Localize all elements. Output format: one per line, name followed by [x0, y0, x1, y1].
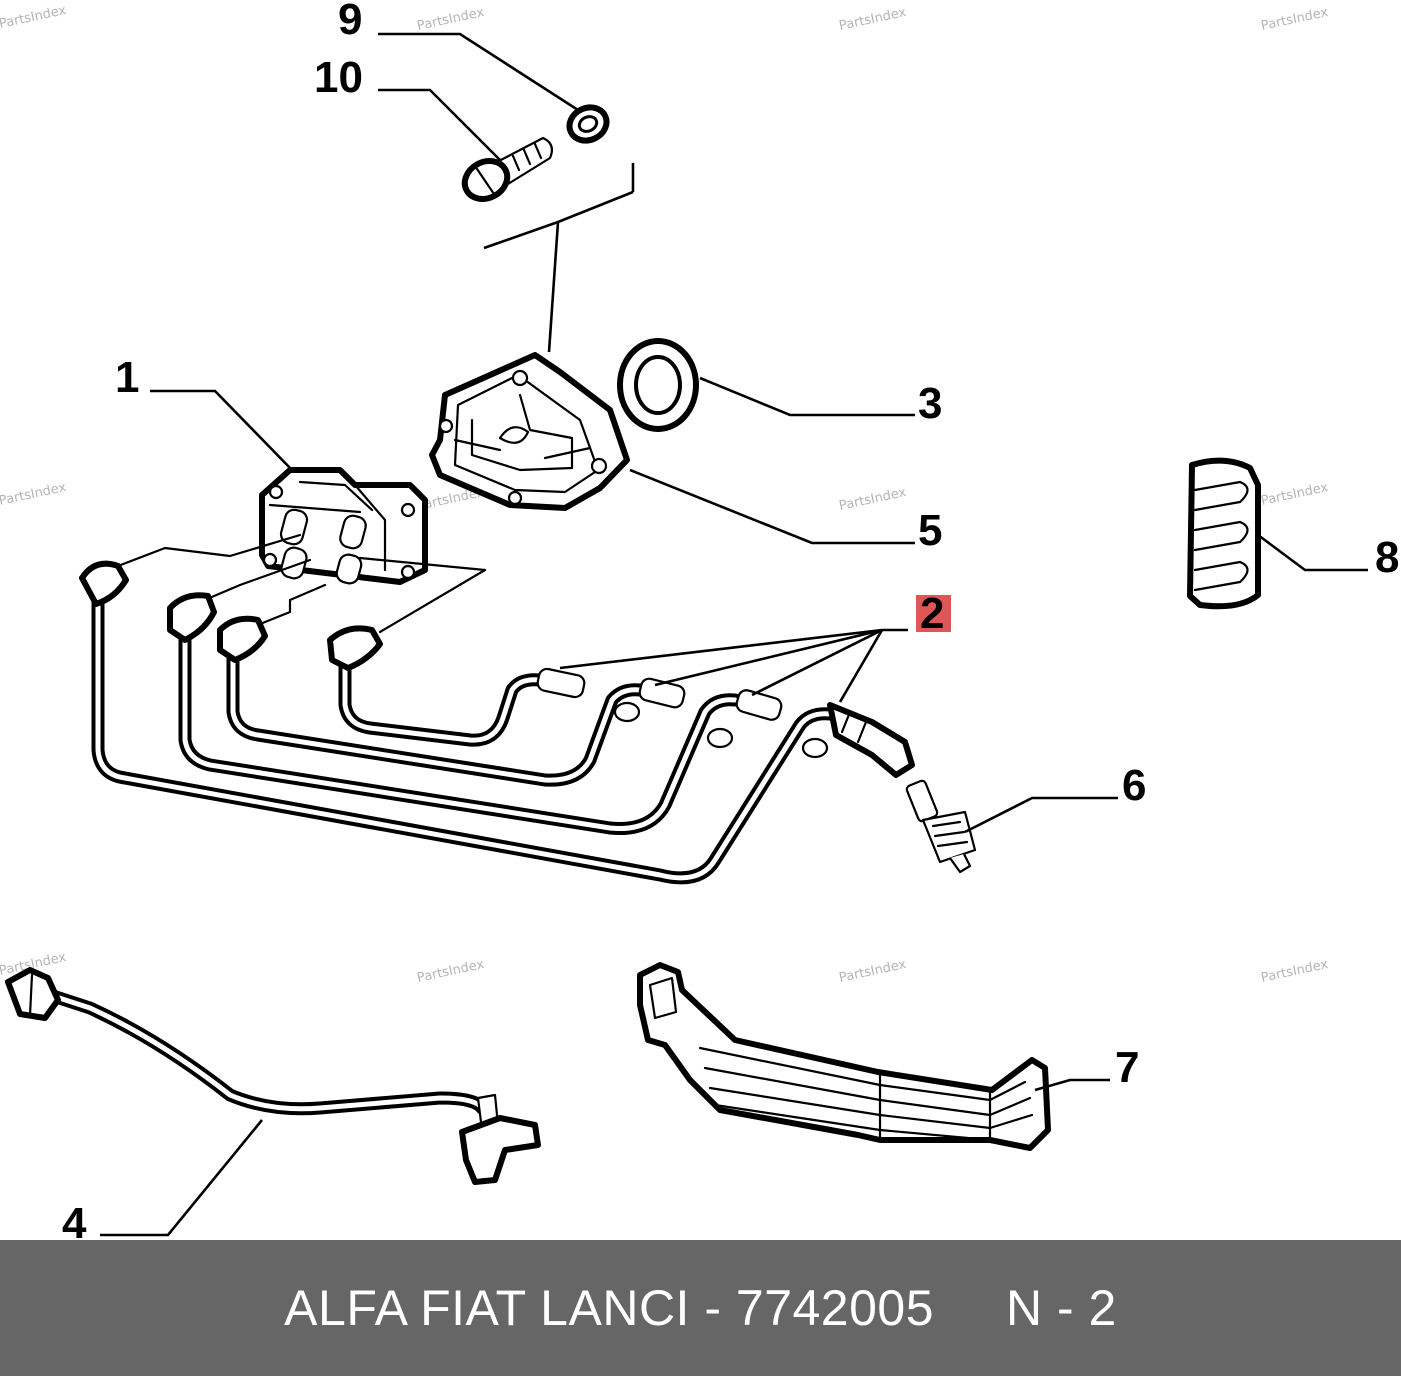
- watermark: PartsIndex: [838, 485, 908, 514]
- callout-numbers: 9 10 1 3 5 8 2 6 7 4: [62, 0, 1399, 1240]
- cable-holder-part-7: [637, 962, 1051, 1151]
- watermark: PartsIndex: [1260, 5, 1330, 34]
- footer-part-number: ALFA FIAT LANCI - 7742005 N - 2: [284, 1280, 1117, 1336]
- callout-10: 10: [314, 53, 363, 102]
- callout-5: 5: [918, 506, 942, 555]
- watermark: PartsIndex: [838, 5, 908, 34]
- washer-part-9: [566, 104, 610, 144]
- coil-connection-lines: [116, 533, 487, 634]
- footer-bar: ALFA FIAT LANCI - 7742005 N - 2: [0, 1240, 1401, 1376]
- callout-4: 4: [62, 1199, 87, 1240]
- callout-2-highlight: [916, 595, 951, 632]
- watermark: PartsIndex: [1260, 480, 1330, 509]
- callout-7: 7: [1115, 1043, 1139, 1092]
- callout-8: 8: [1375, 533, 1399, 582]
- leader-lines: [100, 32, 1368, 1237]
- callout-3: 3: [918, 379, 942, 428]
- watermarks: PartsIndex PartsIndex PartsIndex PartsIn…: [0, 3, 1330, 986]
- watermark: PartsIndex: [0, 3, 68, 32]
- parts-diagram: PartsIndex PartsIndex PartsIndex PartsIn…: [0, 0, 1399, 1240]
- cover-part-5: [429, 352, 630, 511]
- callout-2: 2: [920, 589, 944, 638]
- watermark: PartsIndex: [416, 957, 486, 986]
- watermark: PartsIndex: [838, 957, 908, 986]
- ignition-cable-set-part-2: [79, 560, 915, 885]
- watermark: PartsIndex: [0, 480, 68, 509]
- callout-9: 9: [338, 0, 362, 44]
- cable-clip-part-8: [1187, 457, 1261, 610]
- watermark: PartsIndex: [1260, 957, 1330, 986]
- mounting-guide-lines: [483, 163, 635, 353]
- watermark: PartsIndex: [416, 5, 486, 34]
- callout-1: 1: [115, 353, 139, 402]
- sensor-part-4: [5, 967, 541, 1185]
- bolt-part-10: [461, 136, 553, 202]
- seal-ring-part-3: [617, 338, 699, 432]
- callout-6: 6: [1122, 761, 1146, 810]
- spark-plug-part-6: [905, 779, 977, 874]
